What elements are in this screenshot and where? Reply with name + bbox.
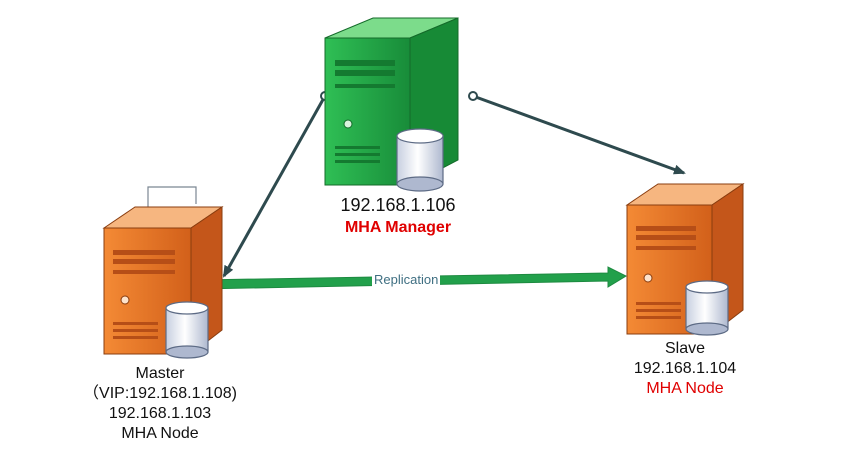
slave-ip: 192.168.1.104 <box>633 360 737 377</box>
manager-database-icon <box>396 128 444 192</box>
manager-ip: 192.168.1.106 <box>340 195 456 215</box>
manager-to-slave-arrow <box>468 91 686 175</box>
master-ip: 192.168.1.103 <box>108 405 212 422</box>
replication-label: Replication <box>372 272 441 288</box>
slave-role: MHA Node <box>646 380 724 397</box>
manager-to-master-arrow <box>222 91 330 278</box>
master-vip: （VIP:192.168.1.108) <box>83 385 237 402</box>
master-connector-outline <box>147 186 197 215</box>
master-name: Master <box>135 365 185 382</box>
slave-name: Slave <box>664 340 706 357</box>
master-role: MHA Node <box>121 425 199 442</box>
slave-database-icon <box>685 280 729 336</box>
manager-role: MHA Manager <box>344 219 452 236</box>
master-database-icon <box>165 301 209 359</box>
